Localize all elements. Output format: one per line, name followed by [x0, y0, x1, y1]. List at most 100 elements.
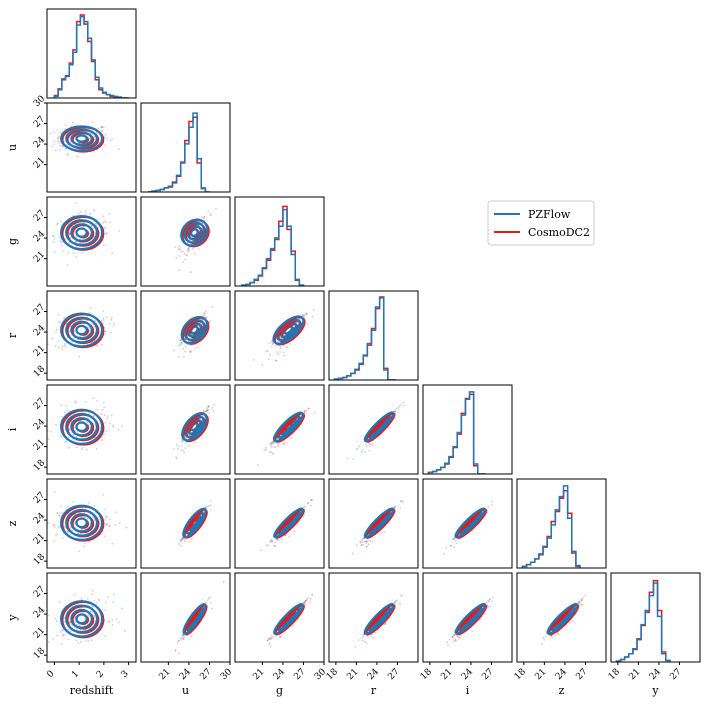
- scatter-point: [267, 358, 270, 361]
- scatter-point: [59, 144, 62, 147]
- scatter-point: [104, 221, 107, 224]
- scatter-point: [274, 359, 277, 362]
- scatter-point: [105, 523, 108, 526]
- scatter-point: [66, 531, 69, 534]
- scatter-point: [179, 541, 182, 543]
- scatter-point: [456, 635, 459, 638]
- x-axis-label-u: u: [182, 684, 189, 697]
- scatter-point: [64, 148, 67, 150]
- scatter-point: [182, 347, 185, 350]
- scatter-point: [45, 435, 47, 437]
- contour-pzflow: [60, 215, 104, 251]
- scatter-point: [393, 601, 396, 604]
- panel-frame: [46, 196, 137, 287]
- scatter-point: [384, 622, 387, 625]
- scatter-point: [279, 635, 282, 638]
- hist-pzflow-r: [333, 297, 397, 380]
- scatter-point: [117, 148, 120, 151]
- scatter-point: [269, 353, 271, 356]
- scatter-point: [175, 456, 178, 459]
- scatter-point: [366, 635, 369, 638]
- y-axis-label-y: y: [6, 614, 19, 622]
- scatter-point: [180, 538, 183, 541]
- panel-frame: [46, 102, 137, 193]
- scatter-point: [361, 539, 363, 541]
- scatter-point: [267, 638, 270, 641]
- scatter-point: [395, 408, 398, 410]
- scatter-point: [187, 445, 190, 447]
- scatter-point: [206, 409, 209, 412]
- scatter-point: [88, 311, 91, 314]
- contour-pzflow: [273, 603, 304, 635]
- scatter-point: [206, 408, 209, 411]
- contour-pzflow: [65, 508, 99, 537]
- scatter-point: [302, 602, 305, 605]
- contour-pzflow: [190, 228, 199, 237]
- x-tick-label: 18: [513, 667, 528, 682]
- scatter-point: [270, 451, 273, 454]
- scatter-point: [78, 624, 81, 627]
- scatter-point: [277, 442, 280, 445]
- scatter-point: [283, 354, 286, 357]
- scatter-point: [365, 540, 368, 543]
- scatter-point: [105, 226, 107, 229]
- scatter-point: [277, 353, 280, 355]
- scatter-point: [59, 321, 62, 324]
- scatter-point: [268, 642, 271, 645]
- scatter-point: [60, 434, 63, 437]
- scatter-point: [67, 638, 70, 641]
- scatter-point: [399, 602, 402, 605]
- scatter-point: [550, 635, 553, 637]
- scatter-point: [75, 639, 78, 642]
- scatter-point: [303, 600, 306, 603]
- scatter-point: [106, 523, 108, 525]
- scatter-point: [308, 407, 311, 410]
- scatter-point: [58, 514, 61, 517]
- scatter-point: [176, 641, 179, 644]
- scatter-point: [207, 404, 210, 407]
- scatter-point: [307, 596, 310, 599]
- scatter-point: [103, 326, 106, 329]
- scatter-point: [568, 621, 571, 624]
- scatter-point: [580, 598, 583, 601]
- scatter-point: [541, 643, 544, 646]
- scatter-point: [73, 434, 75, 437]
- scatter-point: [68, 233, 71, 236]
- scatter-point: [108, 620, 111, 623]
- scatter-point: [60, 511, 63, 514]
- scatter-point: [74, 202, 77, 205]
- scatter-point: [269, 540, 272, 543]
- panel-z-u: [140, 478, 231, 569]
- scatter-point: [298, 318, 301, 321]
- scatter-point: [83, 611, 85, 614]
- scatter-point: [96, 399, 99, 402]
- scatter-point: [203, 216, 205, 218]
- scatter-point: [74, 439, 77, 442]
- scatter-point: [453, 537, 456, 540]
- scatter-point: [204, 506, 207, 509]
- panel-i-i: [422, 384, 513, 475]
- scatter-point: [181, 636, 183, 639]
- scatter-point: [101, 126, 104, 128]
- x-tick-label: 18: [419, 667, 434, 682]
- x-tick-label: 21: [627, 667, 642, 682]
- scatter-point: [109, 139, 112, 142]
- scatter-point: [451, 635, 454, 638]
- scatter-point: [104, 508, 107, 511]
- scatter-point: [73, 593, 76, 596]
- scatter-point: [57, 346, 60, 349]
- x-tick-label: 27: [480, 667, 495, 682]
- panel-frame: [422, 478, 513, 569]
- scatter-point: [57, 526, 60, 529]
- scatter-point: [450, 544, 453, 547]
- x-tick-label: 21: [533, 667, 548, 682]
- scatter-point: [81, 528, 84, 531]
- scatter-point: [394, 600, 397, 603]
- scatter-point: [215, 207, 217, 210]
- scatter-point: [105, 232, 108, 235]
- y-tick-label: 27: [32, 396, 47, 411]
- scatter-point: [203, 312, 206, 315]
- scatter-point: [399, 506, 402, 509]
- scatter-point: [268, 342, 271, 345]
